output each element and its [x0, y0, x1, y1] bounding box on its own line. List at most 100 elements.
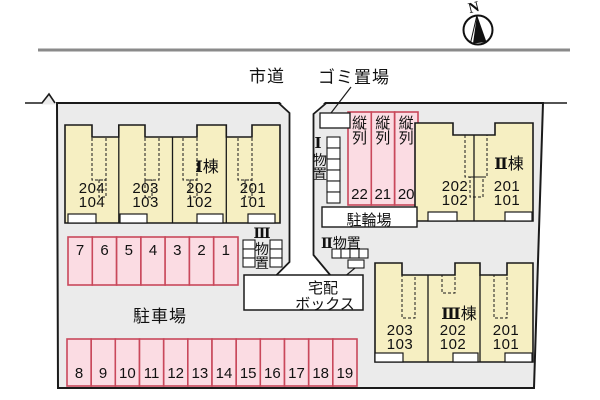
parking-space: [140, 236, 166, 286]
tandem-label: 縦列: [399, 116, 414, 146]
storage-3-label-char: 物: [255, 241, 269, 257]
building-3-numeral: Ⅲ: [441, 306, 461, 323]
parking-number: 15: [239, 365, 257, 382]
storage-3-boxes: [242, 239, 283, 268]
unit-lower: 104: [78, 193, 106, 211]
parking-space: [212, 236, 239, 286]
building-2-numeral: Ⅱ: [494, 156, 508, 173]
tandem-label-char: 縦: [351, 115, 368, 132]
storage-2-boxes: [331, 248, 369, 269]
bicycle-parking-box: [321, 206, 418, 228]
unit-upper: 203: [132, 180, 159, 197]
parking-number: 17: [288, 365, 305, 382]
tandem-number: 20: [397, 186, 415, 203]
tandem-columns: [347, 111, 419, 206]
parking-number: 2: [197, 242, 206, 259]
building-2-porches: [427, 211, 533, 222]
parking-number: 18: [312, 365, 330, 382]
unit-lower: 101: [492, 335, 520, 353]
unit-upper: 202: [186, 180, 213, 197]
driveway-gap: [271, 101, 333, 277]
garbage-label: ゴミ置場: [318, 68, 390, 87]
storage-1-label-char: 物: [313, 152, 327, 168]
storage-1-label-char: 置: [313, 166, 327, 182]
building-2-stairs-dashed: [464, 134, 488, 198]
unit-lower: 102: [186, 193, 213, 211]
tandem-label-char: 縦: [398, 115, 414, 132]
tandem-label-char: 列: [375, 130, 391, 147]
road-label: 市道: [249, 67, 285, 86]
building-2-suffix: 棟: [507, 156, 524, 173]
unit-lower: 102: [441, 191, 469, 209]
building-3-dividers: [427, 275, 481, 362]
parking-space: [90, 338, 117, 387]
compass-icon: [462, 14, 494, 46]
building-1-stairs-dashed: [91, 136, 253, 198]
building-3-name: Ⅲ棟: [441, 300, 477, 324]
parking-space: [115, 236, 142, 286]
parking-space: [138, 338, 165, 387]
parking-number: 16: [264, 365, 281, 382]
building-1-numeral: Ⅰ: [195, 159, 203, 176]
storage-3-numeral: Ⅲ: [253, 227, 271, 242]
parking-number: 6: [100, 242, 109, 259]
unit-upper: 201: [492, 322, 520, 339]
building-1-suffix: 棟: [202, 159, 219, 176]
unit-lower: 101: [493, 191, 521, 209]
driveway-left-edge: [274, 101, 291, 278]
parking-lot-label: 駐車場: [133, 307, 187, 326]
parking-space: [164, 236, 191, 286]
tandem-number: 22: [351, 186, 368, 203]
parking-space: [188, 236, 215, 286]
storage-2-label: Ⅱ物置: [321, 233, 361, 253]
parking-number: 5: [124, 242, 133, 259]
driveway-right-edge: [312, 101, 332, 277]
building-1-name: Ⅰ棟: [195, 153, 219, 177]
parking-number: 11: [143, 365, 160, 382]
parking-number: 13: [191, 365, 209, 382]
garbage-pointer-line: [330, 86, 352, 114]
building-3-porches: [374, 352, 533, 363]
boundary-notch-fill: [42, 93, 56, 105]
tandem-label: 縦列: [352, 116, 367, 146]
parking-number: 4: [148, 242, 158, 259]
parking-space: [331, 338, 358, 387]
delivery-box-label-line1: 宅配: [307, 280, 339, 297]
parking-number: 9: [98, 365, 108, 382]
parking-row1: [67, 236, 239, 286]
unit-upper: 201: [239, 180, 267, 197]
parking-number: 19: [336, 365, 354, 382]
storage-3-label-char: 置: [255, 255, 269, 271]
unit-upper: 203: [386, 322, 414, 339]
unit-upper: 202: [441, 178, 469, 195]
tandem-label: 縦列: [375, 116, 390, 146]
building-3-stairs-dashed: [401, 274, 508, 319]
parking-number: 10: [119, 365, 136, 382]
garbage-station-box: [319, 112, 351, 129]
unit-upper: 202: [439, 322, 467, 339]
tandem-number: 21: [374, 186, 392, 203]
unit-upper: 201: [493, 178, 521, 195]
unit-upper: 204: [78, 180, 106, 197]
parking-space: [114, 338, 141, 387]
parking-row2: [66, 338, 358, 387]
parking-number: 1: [221, 242, 230, 259]
parking-number: 8: [74, 365, 84, 382]
parking-space: [259, 338, 286, 387]
parking-space: [91, 236, 118, 286]
building-3-suffix: 棟: [460, 306, 477, 323]
parking-number: 7: [75, 242, 85, 259]
unit-lower: 101: [239, 193, 267, 211]
building-2-name: Ⅱ棟: [494, 150, 524, 174]
tandem-label-char: 縦: [375, 115, 391, 132]
